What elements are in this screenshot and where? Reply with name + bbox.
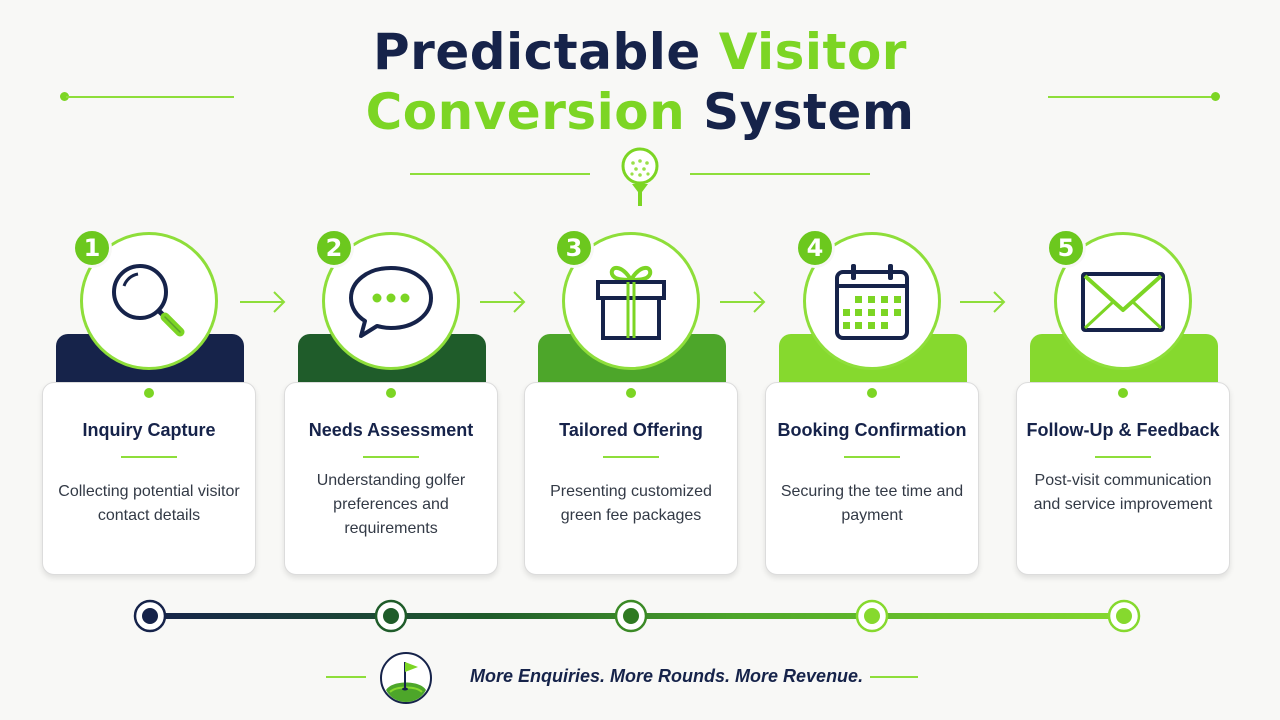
- step-5: 5 Follow-Up & Feedback Post-visit commun…: [1016, 228, 1230, 578]
- step-4-description: Securing the tee time and payment: [780, 483, 964, 524]
- step-2-card: [284, 382, 498, 575]
- decor-line-center-left: [410, 173, 590, 175]
- magnifier-icon: [112, 264, 185, 337]
- step-1-dot: [144, 388, 154, 398]
- title-line-2: Conversion System: [365, 83, 915, 141]
- step-5-title: Follow-Up & Feedback: [1026, 420, 1220, 440]
- decor-dot-right: [1211, 92, 1220, 101]
- step-1-card: [42, 382, 256, 575]
- arrow-2-to-3: [480, 291, 526, 313]
- golf-ball-icon: [621, 147, 659, 206]
- step-3-icon-circle: [562, 232, 700, 370]
- arrow-3-to-4: [720, 291, 766, 313]
- step-2-number: 2: [314, 228, 354, 268]
- envelope-icon: [1081, 272, 1165, 332]
- arrow-4-to-5: [960, 291, 1006, 313]
- step-3-rule: [603, 456, 659, 458]
- decor-line-left: [66, 96, 234, 98]
- step-3-dot: [626, 388, 636, 398]
- step-3-description: Presenting customized green fee packages: [550, 483, 712, 524]
- tagline-section: More Enquiries. More Rounds. More Revenu…: [0, 648, 1280, 708]
- step-3-number: 3: [554, 228, 594, 268]
- speech-bubble-icon: [349, 266, 433, 338]
- page-title: Predictable Visitor Conversion System: [0, 22, 1280, 142]
- step-4-title: Booking Confirmation: [777, 420, 967, 440]
- step-5-number: 5: [1046, 228, 1086, 268]
- step-3: 3 Tailored Offering Presenting customize…: [524, 228, 738, 578]
- timeline-node-4: [855, 599, 889, 633]
- step-2-dot: [386, 388, 396, 398]
- step-1-icon-circle: [80, 232, 218, 370]
- decor-line-right: [1048, 96, 1214, 98]
- decor-line-center-right: [690, 173, 870, 175]
- step-3-title: Tailored Offering: [559, 420, 703, 440]
- progress-timeline: [133, 599, 1141, 633]
- step-1: 1 Inquiry Capture Collecting potential v…: [42, 228, 256, 578]
- step-4-number: 4: [795, 228, 835, 268]
- step-2: 2 Needs Assessment Understanding golfer …: [284, 228, 498, 578]
- step-5-description: Post-visit communication and service imp…: [1033, 472, 1213, 513]
- step-4-rule: [844, 456, 900, 458]
- tagline-text: More Enquiries. More Rounds. More Revenu…: [470, 666, 864, 686]
- timeline-node-2: [374, 599, 408, 633]
- step-1-title: Inquiry Capture: [82, 420, 216, 440]
- step-5-rule: [1095, 456, 1151, 458]
- calendar-icon: [835, 264, 909, 340]
- step-4-dot: [867, 388, 877, 398]
- decor-dot-left: [60, 92, 69, 101]
- golf-flag-icon: [380, 652, 432, 704]
- arrow-1-to-2: [240, 291, 286, 313]
- gift-icon: [596, 266, 666, 340]
- step-1-number: 1: [72, 228, 112, 268]
- step-2-rule: [363, 456, 419, 458]
- tagline-line-left: [326, 676, 366, 678]
- step-5-dot: [1118, 388, 1128, 398]
- step-5-card: [1016, 382, 1230, 575]
- step-4: 4 Booking Confirmation Securing the tee …: [765, 228, 979, 578]
- step-2-description: Understanding golfer preferences and req…: [316, 472, 466, 537]
- step-3-card: [524, 382, 738, 575]
- step-1-rule: [121, 456, 177, 458]
- timeline-node-1: [133, 599, 167, 633]
- step-4-card: [765, 382, 979, 575]
- step-1-description: Collecting potential visitor contact det…: [58, 483, 240, 524]
- tagline-line-right: [870, 676, 918, 678]
- timeline-node-3: [614, 599, 648, 633]
- timeline-node-5: [1107, 599, 1141, 633]
- title-line-1: Predictable Visitor: [373, 23, 907, 81]
- step-2-title: Needs Assessment: [308, 420, 474, 440]
